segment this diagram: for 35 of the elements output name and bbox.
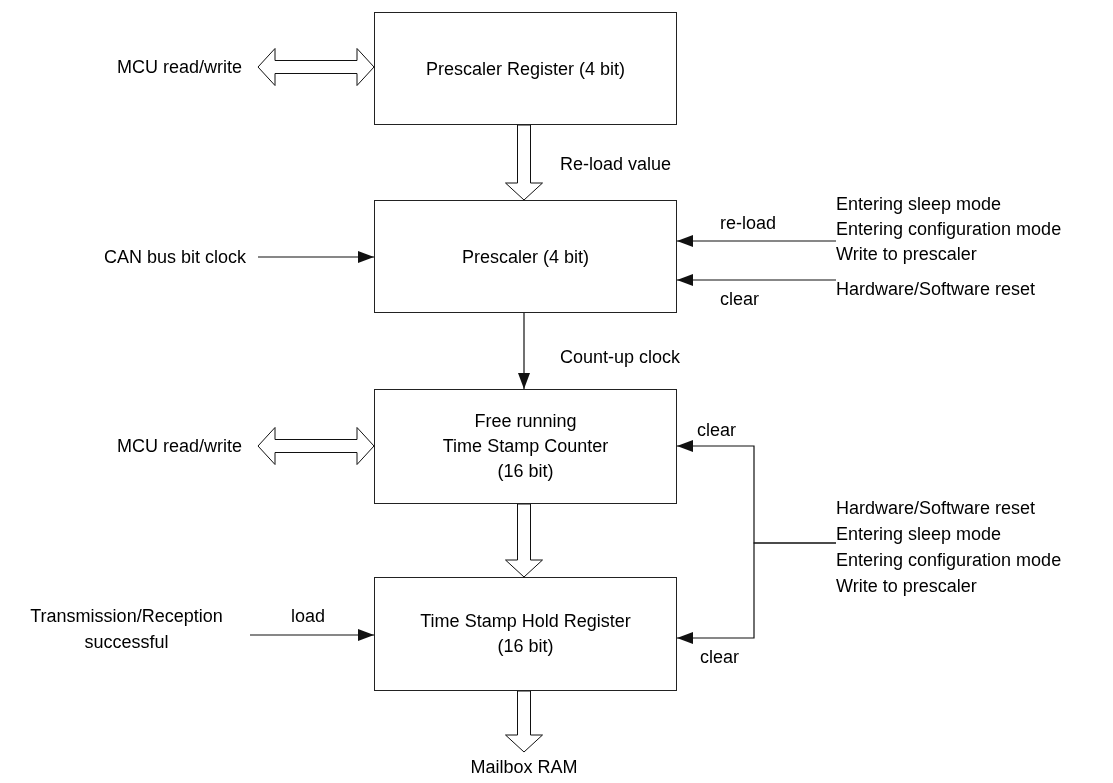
- signal-arrow: [676, 274, 837, 286]
- signal-text: MCU read/write: [116, 435, 242, 458]
- block-box: [374, 577, 677, 691]
- signal-text: Entering configuration mode: [836, 549, 1062, 572]
- signal-arrow: [676, 235, 837, 247]
- signal-text: Write to prescaler: [836, 575, 977, 598]
- bus-arrow: [505, 690, 543, 753]
- signal-text: Entering configuration mode: [836, 217, 1062, 241]
- block-text: Time Stamp Counter: [442, 435, 609, 458]
- signal-text: Hardware/Software reset: [836, 278, 1036, 301]
- signal-text: Entering sleep mode: [836, 192, 1002, 216]
- signal-text: Write to prescaler: [836, 242, 977, 266]
- signal-text: Mailbox RAM: [470, 756, 578, 779]
- block-text: Prescaler (4 bit): [461, 245, 589, 269]
- block-text: Time Stamp Hold Register: [420, 610, 631, 633]
- bus-arrow: [505, 503, 543, 578]
- block-box: [374, 12, 677, 125]
- block-box: [374, 200, 677, 313]
- bus-arrow: [257, 427, 375, 465]
- bus-arrow: [257, 48, 375, 86]
- block-text: Prescaler Register (4 bit): [425, 57, 626, 81]
- block-text: (16 bit): [497, 460, 554, 483]
- block-text: Free running: [474, 410, 577, 433]
- signal-text: CAN bus bit clock: [103, 246, 246, 269]
- block-text: (16 bit): [497, 635, 554, 658]
- signal-text: Entering sleep mode: [836, 523, 1002, 546]
- block-box: [374, 389, 677, 504]
- signal-arrow: [257, 251, 375, 263]
- signal-arrow: [249, 629, 375, 641]
- signal-arrow: [518, 312, 530, 390]
- signal-text: Transmission/Reception successful: [29, 605, 224, 654]
- bus-arrow: [505, 124, 543, 201]
- signal-text: Hardware/Software reset: [836, 497, 1036, 520]
- signal-arrow: [676, 542, 837, 644]
- signal-text: MCU read/write: [116, 56, 242, 79]
